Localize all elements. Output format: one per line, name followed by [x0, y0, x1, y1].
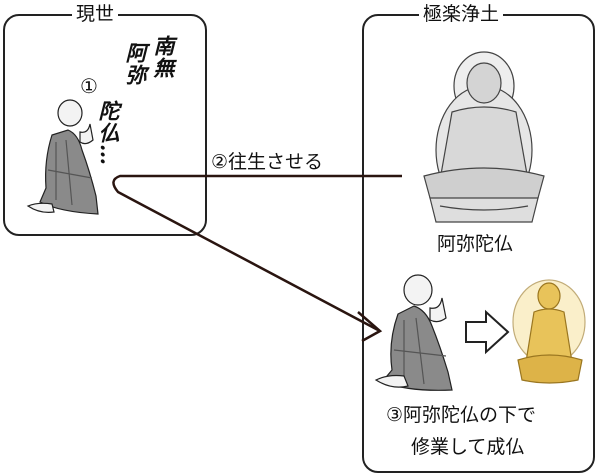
- marker-one: ①: [80, 74, 98, 98]
- nembutsu-column-3: 陀仏…: [96, 100, 121, 166]
- buddha-label: 阿弥陀仏: [437, 233, 514, 255]
- rebirth-arrow-line: [112, 174, 402, 332]
- arrow-label: ②往生させる: [211, 151, 324, 173]
- monk-in-pure-land-icon: [374, 274, 453, 391]
- rebirth-arrow-head: [357, 311, 383, 343]
- outcome-line-2: 修業して成仏: [411, 436, 525, 458]
- pure-land-title: 極楽浄土: [419, 3, 504, 25]
- golden-buddha-icon: [512, 279, 586, 384]
- praying-monk-icon: [26, 99, 99, 215]
- nembutsu-column-1: 南無: [151, 35, 176, 79]
- nembutsu-column-2: 阿弥: [123, 42, 148, 86]
- amida-buddha-statue-icon: [423, 51, 545, 223]
- outcome-line-1: ③阿弥陀仏の下で: [386, 404, 537, 426]
- transformation-arrow-icon: [465, 309, 510, 355]
- present-world-title: 現世: [72, 3, 119, 25]
